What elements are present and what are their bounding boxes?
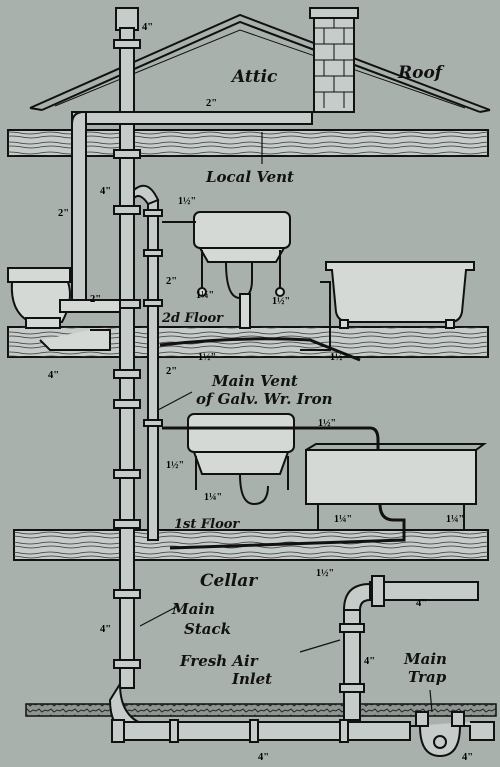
- kitchen-sink: [169, 443, 487, 550]
- size-2-branch: 2": [166, 276, 177, 287]
- size-1-5-tub-waste: 1½": [330, 352, 348, 363]
- size-4-stack-upper: 4": [100, 186, 111, 197]
- water-closet: [7, 267, 121, 351]
- size-4-drain: 4": [258, 752, 269, 763]
- main-vent-material-label: of Galv. Wr. Iron: [196, 390, 333, 408]
- main-trap: [410, 711, 495, 758]
- bathtub: [159, 261, 475, 362]
- size-2-vent-branch: 2": [166, 366, 177, 377]
- attic-floor-beam: [7, 129, 489, 157]
- main-stack-label-1: Main: [171, 600, 215, 618]
- size-4-closet-bend: 4": [48, 370, 59, 381]
- size-1-25-sink-right: 1¼": [446, 514, 464, 525]
- size-2-local-vent: 2": [206, 98, 217, 109]
- washbasin-1st-floor: [162, 413, 380, 506]
- roof: [29, 13, 491, 113]
- fresh-air-label-2: Inlet: [231, 670, 272, 688]
- washbasin-2nd-floor: [162, 211, 291, 329]
- size-1-5-cellar: 1½": [316, 568, 334, 579]
- size-4-stack-top: 4": [142, 22, 153, 33]
- main-trap-label-2: Trap: [408, 668, 447, 686]
- size-1-25-basin-2nd: 1¼": [196, 290, 214, 301]
- size-4-stack-lower: 4": [100, 624, 111, 635]
- size-1-25-sink-left: 1¼": [334, 514, 352, 525]
- size-1-5-sink-vent: 1½": [318, 418, 336, 429]
- main-vent-label: Main Vent: [211, 372, 298, 390]
- size-2-closet: 2": [90, 294, 101, 305]
- size-4-fresh-air-top: 4": [416, 598, 427, 609]
- cellar-floor: [25, 703, 497, 717]
- size-1-5-basin-vent: 1½": [178, 196, 196, 207]
- first-floor-label: 1st Floor: [174, 517, 240, 532]
- main-stack-label-2: Stack: [184, 620, 231, 638]
- first-floor-beam: [13, 529, 489, 561]
- fresh-air-inlet-pipe: [339, 575, 479, 721]
- roof-label: Roof: [397, 63, 445, 83]
- house-drain: [111, 719, 411, 743]
- chimney: [309, 7, 359, 113]
- size-1-25-basin-1st: 1¼": [204, 492, 222, 503]
- cellar-label: Cellar: [200, 571, 258, 591]
- attic-label: Attic: [230, 67, 278, 87]
- size-4-trap-outlet: 4": [462, 752, 473, 763]
- main-vent: [133, 184, 163, 541]
- main-trap-label-1: Main: [403, 650, 447, 668]
- size-1-5-basin-1st: 1½": [166, 460, 184, 471]
- size-4-fresh-air: 4": [364, 656, 375, 667]
- size-1-5-floor-2: 1½": [198, 352, 216, 363]
- local-vent-label: Local Vent: [205, 168, 294, 186]
- second-floor-label: 2d Floor: [161, 311, 224, 326]
- fresh-air-label-1: Fresh Air: [179, 652, 259, 670]
- size-2-vent-vertical: 2": [58, 208, 69, 219]
- size-1-5-tub: 1½": [272, 296, 290, 307]
- leader-lines: [139, 132, 433, 713]
